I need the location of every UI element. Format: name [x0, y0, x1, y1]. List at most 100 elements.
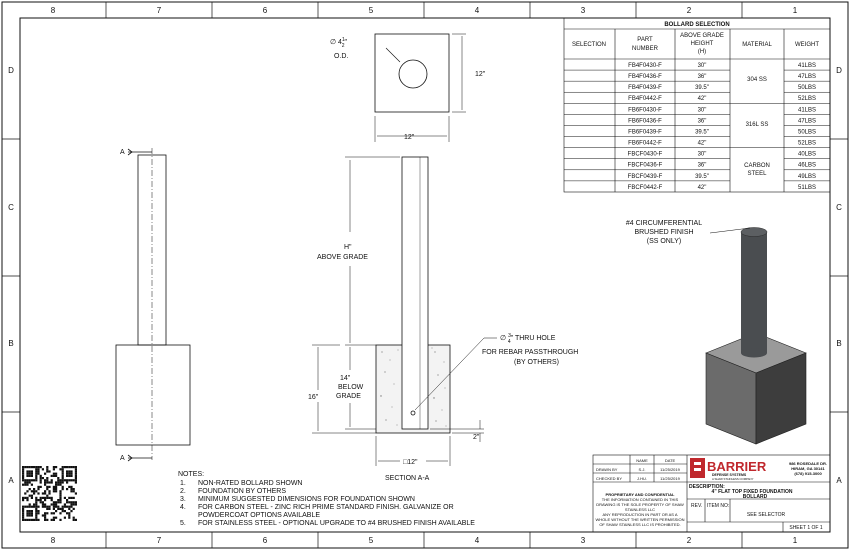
rev-label: REV.	[691, 503, 702, 509]
weight-cell: 41LBS	[798, 63, 816, 69]
bottom-gap-dim: 2"	[473, 434, 480, 441]
height-cell: 36"	[698, 163, 707, 169]
tb-drawn-by-name: S.J.	[639, 467, 646, 472]
tb-date-header: DATE	[665, 458, 676, 463]
top-post-circle	[398, 59, 428, 89]
section-marker-top: A	[120, 149, 125, 156]
description-label: DESCRIPTION:	[689, 484, 725, 490]
col-label-2-bottom: 2	[687, 536, 692, 545]
material-carbon-2: STEEL	[747, 171, 767, 177]
finish-label-3: (SS ONLY)	[647, 238, 682, 245]
part-number-cell: FB6F0442-F	[628, 141, 662, 147]
finish-leader	[709, 227, 751, 234]
col-label-5: 5	[369, 6, 374, 15]
foundation-right-face	[755, 352, 807, 445]
top-width-dim: 12"	[404, 134, 415, 141]
height-cell: 30"	[698, 107, 707, 113]
part-number-cell: FBCF0442-F	[628, 185, 663, 191]
weight-cell: 41LBS	[798, 107, 816, 113]
section-post	[401, 156, 429, 430]
part-number-cell: FB4F0439-F	[628, 85, 662, 91]
row-label-c-right: C	[836, 203, 842, 212]
part-number-cell: FB4F0436-F	[628, 74, 662, 80]
weight-cell: 47LBS	[798, 118, 816, 124]
col-label-3: 3	[581, 6, 586, 15]
height-cell: 30"	[698, 152, 707, 158]
material-304ss: 304 SS	[747, 77, 767, 83]
note-text: POWDERCOAT OPTIONS AVAILABLE	[198, 512, 320, 519]
col-label-8-bottom: 8	[51, 536, 56, 545]
height-cell: 42"	[698, 96, 707, 102]
iso-post-base	[741, 348, 767, 358]
proprietary-line: WHOLE WITHOUT THE WRITTEN PERMISSION	[596, 517, 685, 522]
notes-title: NOTES:	[178, 471, 204, 478]
material-carbon-1: CARBON	[744, 163, 770, 169]
header-part-1: PART	[637, 37, 653, 43]
row-labels: D C B A D C B A	[8, 66, 842, 485]
bollard-selection-table	[563, 17, 831, 193]
col-label-1-bottom: 1	[793, 536, 798, 545]
concrete-texture	[380, 347, 447, 427]
row-label-d: D	[8, 66, 14, 75]
section-title: SECTION A-A	[385, 475, 430, 482]
iso-post-top	[740, 227, 768, 237]
header-part-2: NUMBER	[632, 46, 659, 52]
od-leader	[385, 47, 401, 63]
row-label-c: C	[8, 203, 14, 212]
tb-checked-by-date: 11/25/2019	[660, 476, 680, 481]
below-grade-label-2: GRADE	[336, 393, 361, 400]
sheet-label: SHEET 1 OF 1	[789, 525, 822, 531]
weight-cell: 52LBS	[798, 96, 816, 102]
address-line-2: HIRAM, GA 30141	[791, 466, 825, 471]
note-text: FOR CARBON STEEL - ZINC RICH PRIME STAND…	[198, 504, 454, 511]
weight-cell: 50LBS	[798, 85, 816, 91]
rebar-label: FOR REBAR PASSTHROUGH	[482, 349, 578, 356]
col-label-6: 6	[263, 6, 268, 15]
weight-cell: 52LBS	[798, 141, 816, 147]
address-line-3: (678) 915-3000	[794, 471, 822, 476]
note-text: NON-RATED BOLLARD SHOWN	[198, 480, 303, 487]
weight-cell: 49LBS	[798, 174, 816, 180]
material-316ss: 316L SS	[746, 122, 769, 128]
height-cell: 39.5"	[695, 85, 709, 91]
address-line-1: 986 ROSEDALE DR.	[789, 461, 827, 466]
proprietary-line: OF SHAW STAINLESS LLC IS PROHIBITED.	[599, 522, 680, 527]
company-logo: BARRIER DEFENSE SYSTEMS A SHAW STAINLESS…	[690, 458, 767, 481]
part-number-cell: FB6F0430-F	[628, 107, 662, 113]
row-label-d-right: D	[836, 66, 842, 75]
weight-cell: 47LBS	[798, 74, 816, 80]
notes-list: 1. NON-RATED BOLLARD SHOWN 2. FOUNDATION…	[180, 480, 475, 527]
col-label-7-bottom: 7	[157, 536, 162, 545]
weight-cell: 46LBS	[798, 163, 816, 169]
front-foundation	[115, 344, 191, 446]
company-name: BARRIER	[707, 459, 767, 474]
finish-label-1: #4 CIRCUMFERENTIAL	[626, 220, 702, 227]
proprietary-line: THE INFORMATION CONTAINED IN THIS	[602, 497, 679, 502]
note-num: 2.	[180, 488, 186, 495]
foundation-width-dim: □12"	[403, 459, 418, 466]
note-num: 5.	[180, 520, 186, 527]
front-view	[115, 148, 191, 462]
iso-post-body	[741, 232, 767, 353]
part-number-cell: FB4F0442-F	[628, 96, 662, 102]
header-selection: SELECTION	[572, 42, 606, 48]
column-labels: 8 7 6 5 4 3 2 1 8 7 6 5 4 3 2 1	[51, 6, 798, 545]
table-title: BOLLARD SELECTION	[664, 22, 729, 28]
foundation-depth-dim: 16"	[308, 394, 319, 401]
row-label-b: B	[8, 339, 13, 348]
description-line-1: 4" FLAT TOP FIXED FOUNDATION	[712, 489, 793, 495]
row-label-a-right: A	[836, 476, 842, 485]
note-text: MINIMUM SUGGESTED DIMENSIONS FOR FOUNDAT…	[198, 496, 415, 503]
note-text: FOR STAINLESS STEEL - OPTIONAL UPGRADE T…	[198, 520, 475, 527]
proprietary-line: ANY REPRODUCTION IN PART OR AS A	[602, 512, 677, 517]
note-num: 3.	[180, 496, 186, 503]
tb-checked-by-label: CHECKED BY	[596, 476, 622, 481]
header-height-2: HEIGHT	[691, 41, 714, 47]
proprietary-line: STAINLESS LLC	[625, 507, 655, 512]
proprietary-line: PROPRIETARY AND CONFIDENTIAL	[606, 492, 675, 497]
below-grade-dim: 14"	[340, 375, 351, 382]
below-grade-label: BELOW	[338, 384, 364, 391]
